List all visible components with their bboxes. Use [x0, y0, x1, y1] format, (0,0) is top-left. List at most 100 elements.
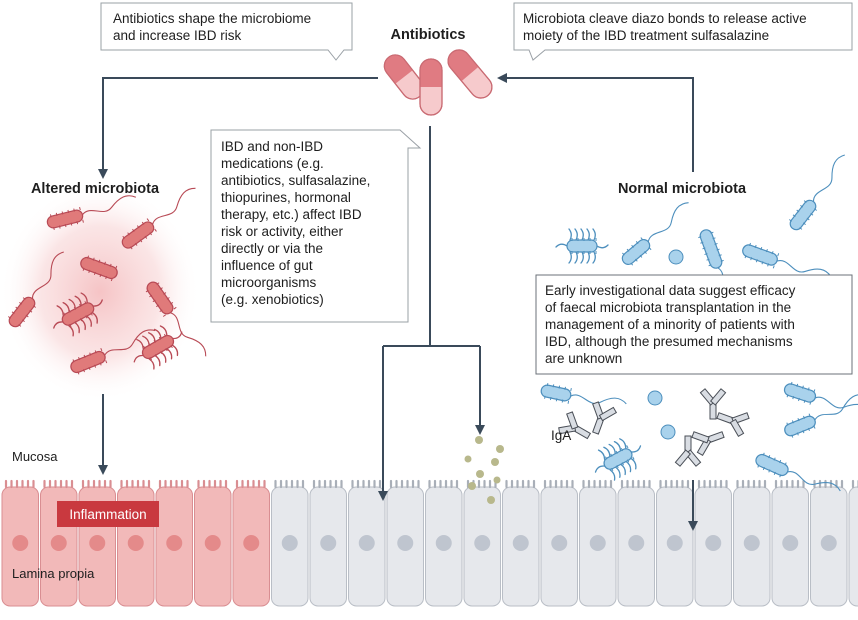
- epithelial-cell: [348, 479, 386, 607]
- callout-line: directly or via the: [221, 241, 323, 256]
- antibody-icon: [558, 411, 592, 440]
- bacterium-icon: [783, 381, 858, 412]
- drug-particle: [476, 470, 484, 478]
- callout-line: moiety of the IBD treatment sulfasalazin…: [523, 28, 769, 43]
- epithelial-cell: [810, 479, 848, 607]
- callout-right: Early investigational data suggest effic…: [535, 274, 853, 375]
- epithelial-cell: [78, 479, 116, 607]
- callout-line: and increase IBD risk: [113, 28, 242, 43]
- iga-antibody-group: [558, 388, 750, 467]
- callout-line: Antibiotics shape the microbiome: [113, 11, 311, 26]
- altered-microbiota-heading: Altered microbiota: [31, 181, 160, 197]
- callout-line: Microbiota cleave diazo bonds to release…: [523, 11, 807, 26]
- bacterium-icon: [121, 187, 196, 250]
- epithelial-cell: [40, 479, 78, 607]
- callout-top-right: Microbiota cleave diazo bonds to release…: [513, 2, 853, 61]
- callout-line: IBD and non-IBD: [221, 139, 323, 154]
- bacterium-icon: [70, 329, 156, 375]
- pill-icon: [419, 58, 443, 116]
- drug-particle: [475, 436, 483, 444]
- epithelial-cell: [425, 479, 463, 607]
- bacterium-icon: [145, 281, 207, 357]
- bacterium-icon: [540, 382, 627, 405]
- lamina-propia-label: Lamina propia: [12, 566, 95, 581]
- epithelial-cell: [232, 479, 270, 607]
- mucosal-microbiota-group: [540, 381, 858, 492]
- bacterium-icon: [789, 154, 845, 231]
- bacterium-icon: [555, 228, 609, 264]
- inflammation-glow: [0, 182, 200, 402]
- bacterium-icon: [660, 424, 676, 440]
- bacterium-icon: [594, 438, 642, 481]
- antibiotic-pills: [383, 49, 493, 116]
- epithelial-cell: [117, 479, 155, 607]
- bacterium-icon: [53, 292, 103, 337]
- callout-line: medications (e.g.: [221, 156, 324, 171]
- bacterium-icon: [647, 390, 663, 406]
- bacterium-icon: [784, 394, 858, 438]
- epithelial-cell: [617, 479, 655, 607]
- bacterium-icon: [668, 249, 684, 265]
- bacterium-icon: [133, 325, 183, 370]
- callout-line: (e.g. xenobiotics): [221, 292, 324, 307]
- bacterium-icon: [80, 255, 118, 282]
- antibiotics-heading: Antibiotics: [391, 27, 466, 43]
- flow-arrows: [98, 73, 698, 531]
- drug-particle: [487, 496, 495, 504]
- callout-line: antibiotics, sulfasalazine,: [221, 173, 370, 188]
- iga-label: IgA: [551, 428, 571, 443]
- callout-center: IBD and non-IBD medications (e.g. antibi…: [210, 129, 422, 323]
- callout-line: influence of gut: [221, 258, 313, 273]
- epithelial-cell: [656, 479, 694, 607]
- epithelial-cell: [155, 479, 193, 607]
- bacterium-icon: [46, 195, 137, 231]
- epithelial-cell: [386, 479, 424, 607]
- altered-microbiota-group: [8, 187, 207, 375]
- inflammation-label: Inflammation: [69, 507, 146, 522]
- pill-icon: [447, 49, 493, 99]
- epithelial-cell: [579, 479, 617, 607]
- lumen-label-group: Mucosa Lamina propia: [12, 449, 95, 581]
- normal-microbiota-group: [555, 154, 845, 320]
- drug-particle: [464, 455, 472, 463]
- antibody-icon: [691, 431, 725, 457]
- callout-line: therapy, etc.) affect IBD: [221, 207, 362, 222]
- mucosa-label: Mucosa: [12, 449, 58, 464]
- antibody-icon: [716, 412, 750, 438]
- drug-particle: [496, 445, 504, 453]
- pill-icon: [383, 54, 425, 100]
- callout-line: microorganisms: [221, 275, 317, 290]
- arrow-icon: [98, 77, 378, 179]
- epithelial-cell: [271, 479, 309, 607]
- epithelial-cell: [848, 479, 858, 607]
- drug-particles-group: [464, 436, 504, 504]
- callout-line: thiopurines, hormonal: [221, 190, 351, 205]
- callout-line: are unknown: [545, 351, 622, 366]
- inflammation-badge: Inflammation: [57, 501, 159, 527]
- arrow-icon: [497, 73, 694, 172]
- epithelial-cell: [1, 479, 39, 607]
- bacterium-icon: [621, 202, 689, 266]
- epithelial-cell: [309, 479, 347, 607]
- drug-particle: [493, 476, 501, 484]
- epithelial-cell: [540, 479, 578, 607]
- epithelial-cell: [194, 479, 232, 607]
- callout-line: management of a minority of patients wit…: [545, 317, 795, 332]
- bacterium-icon: [742, 242, 832, 277]
- callout-line: risk or activity, either: [221, 224, 344, 239]
- callout-line: IBD, although the presumed mechanisms: [545, 334, 793, 349]
- bacterium-icon: [8, 251, 64, 328]
- epithelial-cell: [771, 479, 809, 607]
- callout-top-left: Antibiotics shape the microbiome and inc…: [100, 2, 353, 61]
- antibody-icon: [674, 435, 702, 467]
- epithelial-cell: [694, 479, 732, 607]
- antibody-icon: [592, 401, 618, 435]
- intestinal-epithelium: [1, 479, 858, 607]
- antibody-icon: [699, 388, 727, 420]
- epithelial-cell: [463, 479, 501, 607]
- callout-line: Early investigational data suggest effic…: [545, 283, 796, 298]
- drug-particle: [468, 482, 476, 490]
- normal-microbiota-heading: Normal microbiota: [618, 181, 747, 197]
- callout-line: of faecal microbiota transplantation in …: [545, 300, 791, 315]
